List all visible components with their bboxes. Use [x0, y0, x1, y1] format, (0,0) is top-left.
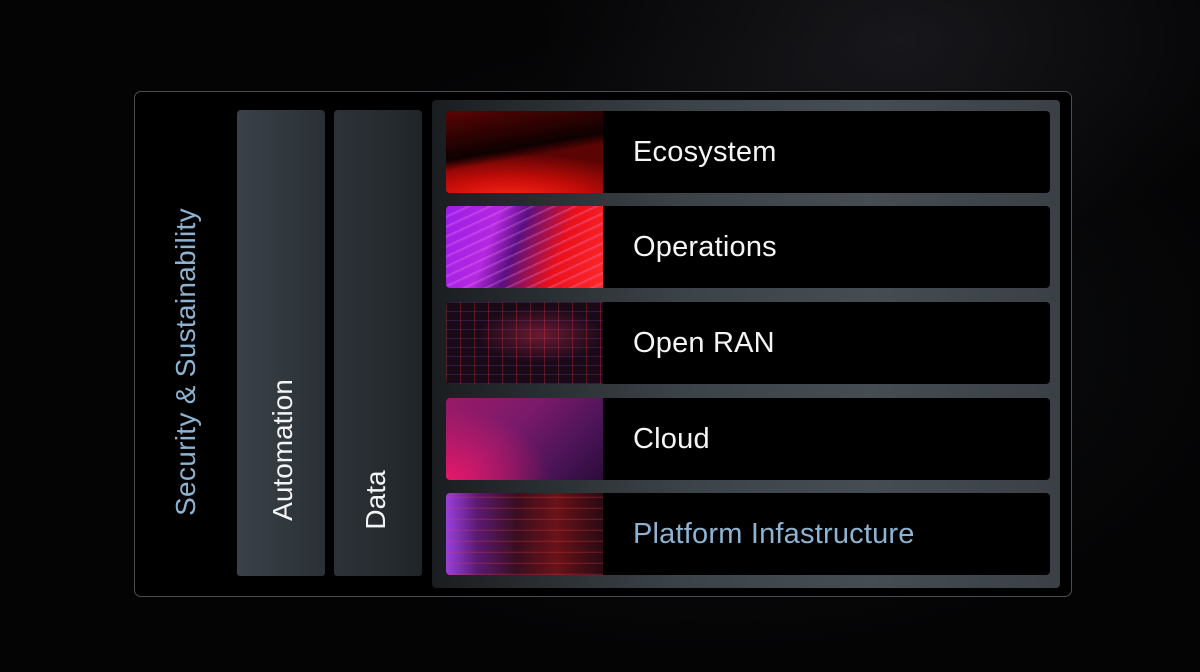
- security-sustainability-label: Security & Sustainability: [170, 208, 201, 516]
- cloud-image: [446, 398, 603, 480]
- layer-label: Cloud: [633, 422, 710, 455]
- layer-label: Ecosystem: [633, 135, 777, 168]
- layer-label: Open RAN: [633, 326, 775, 359]
- platform-infrastructure-image: [446, 493, 603, 575]
- layer-operations: Operations: [446, 206, 1050, 288]
- layer-label: Platform Infastructure: [633, 517, 915, 550]
- data-label: Data: [360, 470, 391, 530]
- automation-label: Automation: [267, 379, 298, 521]
- data-column: [334, 110, 422, 576]
- open-ran-image: [446, 302, 603, 384]
- ecosystem-image: [446, 111, 603, 193]
- layer-platform-infrastructure: Platform Infastructure: [446, 493, 1050, 575]
- layer-open-ran: Open RAN: [446, 302, 1050, 384]
- layer-label: Operations: [633, 230, 777, 263]
- layer-ecosystem: Ecosystem: [446, 111, 1050, 193]
- automation-column: [237, 110, 325, 576]
- operations-image: [446, 206, 603, 288]
- layer-cloud: Cloud: [446, 398, 1050, 480]
